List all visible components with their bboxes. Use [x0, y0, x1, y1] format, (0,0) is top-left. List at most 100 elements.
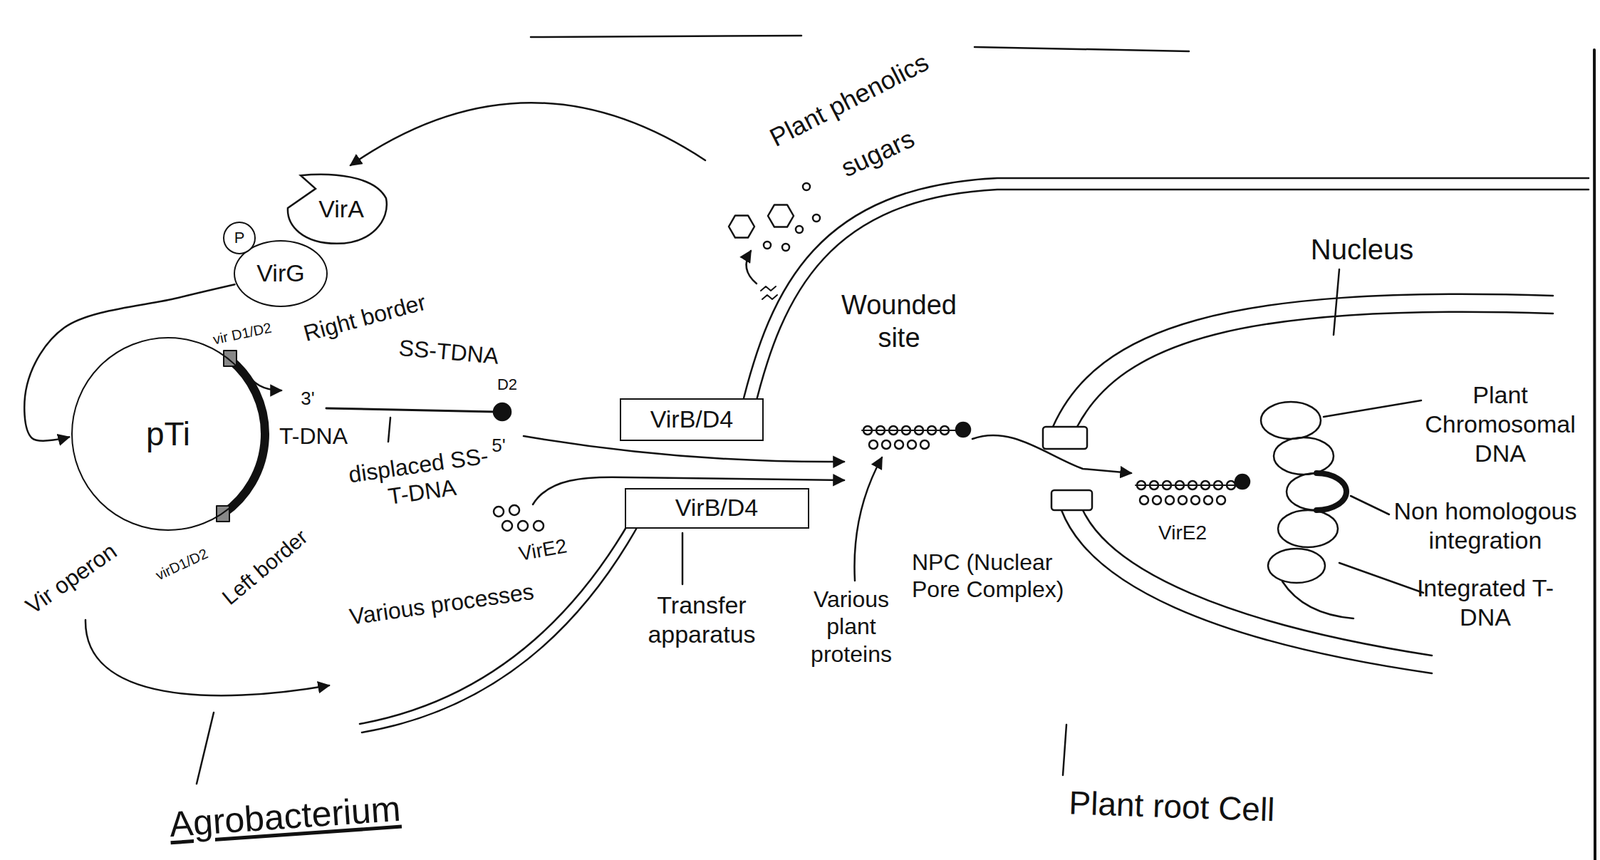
organelle-label: Nucleus — [1310, 232, 1415, 267]
vire2-dot — [1188, 480, 1197, 490]
vire2-dot — [1165, 495, 1174, 505]
nuclear-envelope — [1061, 510, 1432, 674]
strand-label: SS-TDNA — [397, 334, 500, 370]
left-border-box — [216, 505, 230, 522]
vire2-dot — [863, 426, 872, 435]
process-label: Various processes — [347, 577, 536, 631]
vire2-dot — [869, 440, 878, 449]
cell-label: Agrobacterium — [168, 787, 403, 847]
vire2-dot — [1178, 495, 1187, 505]
signal-arrow — [350, 102, 706, 166]
vire2-dot — [920, 440, 929, 449]
protein-label: VirE2 — [517, 534, 570, 567]
release-arrow — [746, 250, 757, 284]
chromosome-coil — [1273, 437, 1334, 475]
chromosome-coil — [1260, 401, 1321, 439]
protein-label: vir D1/D2 — [211, 319, 274, 349]
phenolic-hexagon — [728, 215, 755, 238]
vire2-dot — [502, 520, 513, 531]
process-label: Non homologous integration — [1389, 496, 1582, 555]
vire2-dot — [517, 520, 528, 531]
operon-label: Vir operon — [20, 537, 122, 620]
connector-arrow — [24, 284, 235, 441]
vire2-dot — [1175, 480, 1184, 490]
vire2-dot — [1213, 480, 1223, 490]
receptor-protein: VirA — [283, 172, 391, 247]
node-text: pTi — [146, 415, 191, 454]
vire2-dot — [1216, 495, 1226, 505]
sugar-dot — [812, 214, 820, 222]
vire2-dot — [907, 440, 917, 449]
heading-underline — [974, 47, 1189, 52]
leader-line — [1350, 495, 1390, 515]
vire2-dot — [927, 426, 937, 435]
sugar-dot — [782, 243, 790, 251]
vire2-dot — [1201, 480, 1210, 490]
virD2-dot — [1235, 474, 1250, 489]
nuclear-envelope — [1082, 510, 1432, 656]
chromosome-coil — [1282, 581, 1354, 619]
pore-label: NPC (Nuclear Pore Complex) — [911, 548, 1083, 604]
phosphate-circle: P — [222, 221, 256, 255]
protein-label: virD1/D2 — [153, 544, 211, 585]
leader-line — [1333, 269, 1340, 335]
virD2-dot — [956, 422, 971, 437]
vire2-dot — [509, 505, 520, 516]
transfer-apparatus-box: VirB/D4 — [624, 487, 810, 529]
vire2-dot — [1226, 480, 1236, 490]
chromosome-coil — [1268, 548, 1326, 583]
nuclear-pore — [1042, 426, 1088, 449]
leader-line — [1062, 724, 1067, 776]
vire2-dot — [1136, 480, 1146, 490]
import-arrow — [972, 435, 1132, 474]
bacterium-wall — [361, 520, 642, 733]
sugar-dot — [795, 225, 803, 233]
vire2-dot — [894, 440, 904, 449]
wound-mark — [760, 286, 778, 300]
vire2-dot — [914, 426, 924, 435]
sugar-dot — [802, 183, 810, 191]
vire2-dot — [1191, 495, 1200, 505]
leader-line — [1323, 400, 1422, 417]
vire2-dot — [1203, 495, 1213, 505]
chromosome-coil — [1286, 473, 1347, 511]
process-arrow — [85, 619, 330, 696]
leader-line — [1339, 562, 1424, 593]
dna-label: Plant Chromosomal DNA — [1418, 380, 1583, 468]
vire2-dot — [493, 506, 504, 517]
vire2-dot — [881, 440, 891, 449]
leader-line — [681, 532, 684, 585]
strand-end-label: 3' — [300, 387, 315, 410]
plant-cell-wall — [753, 189, 1589, 412]
cell-label: Plant root Cell — [1068, 782, 1276, 830]
integrated-t-dna — [1316, 473, 1347, 511]
vire2-dot — [876, 426, 885, 435]
site-label: Wounded site — [824, 289, 974, 355]
nicking-arrow — [245, 370, 282, 391]
node-text: VirG — [256, 259, 305, 288]
border-label: Left border — [217, 524, 313, 611]
ss-tdna-strand — [326, 408, 496, 412]
page-margin-line — [1594, 49, 1596, 860]
leader-line — [196, 712, 214, 784]
leader-arrow — [854, 457, 882, 581]
protein-label: VirE2 — [1158, 520, 1207, 545]
heading-underline — [530, 35, 802, 38]
leader-line — [388, 417, 391, 442]
phenolic-hexagon — [767, 204, 794, 227]
protein-label: Various plant proteins — [794, 585, 909, 668]
vire2-dot — [889, 426, 898, 435]
node-text: VirB/D4 — [675, 493, 759, 522]
nuclear-pore — [1051, 490, 1093, 511]
vire2-dot — [533, 520, 544, 531]
vire2-dot — [901, 426, 911, 435]
virD2-dot — [493, 403, 511, 421]
right-border-box — [223, 350, 237, 367]
ti-plasmid: pTi — [71, 336, 266, 531]
node-text: P — [234, 228, 246, 247]
node-text: VirB/D4 — [650, 405, 734, 434]
protein-outline-path — [287, 174, 387, 244]
node-text: VirA — [318, 195, 365, 223]
